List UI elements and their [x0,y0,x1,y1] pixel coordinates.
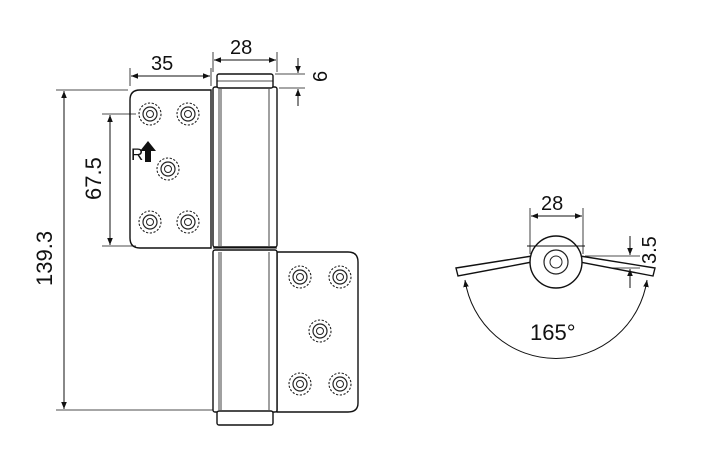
dim-top-barrel-width: 28 [230,37,252,59]
barrel-bottom-cap [216,410,274,426]
dim-side-barrel-width: 28 [541,193,563,215]
barrel-upper-knuckle [212,86,278,248]
dim-overall-height: 139.3 [32,231,57,286]
screw-hole [288,265,312,289]
side-left-leaf [455,255,533,277]
barrel-lower-knuckle [212,249,278,413]
side-view: 165° 28 3.5 [455,193,661,359]
screw-hole [328,265,352,289]
dim-cap-height: 6 [310,71,332,82]
front-view: R 35 28 6 139.3 67.5 [32,37,359,426]
lower-leaf-holes [288,265,352,396]
screw-hole [308,319,332,343]
screw-hole [138,102,162,126]
up-arrow-icon [140,141,156,162]
dim-opening-angle: 165° [530,320,576,345]
screw-hole [288,372,312,396]
screw-hole [138,210,162,234]
screw-hole [328,372,352,396]
dim-top-leaf-width: 35 [151,53,173,75]
opening-angle-arc [463,279,649,359]
screw-hole [156,157,180,181]
direction-letter: R [131,145,143,164]
screw-hole [176,210,200,234]
upper-leaf-holes [138,102,200,234]
screw-hole [176,102,200,126]
dim-side-offset: 3.5 [639,236,661,264]
dim-hole-span: 67.5 [81,157,106,200]
